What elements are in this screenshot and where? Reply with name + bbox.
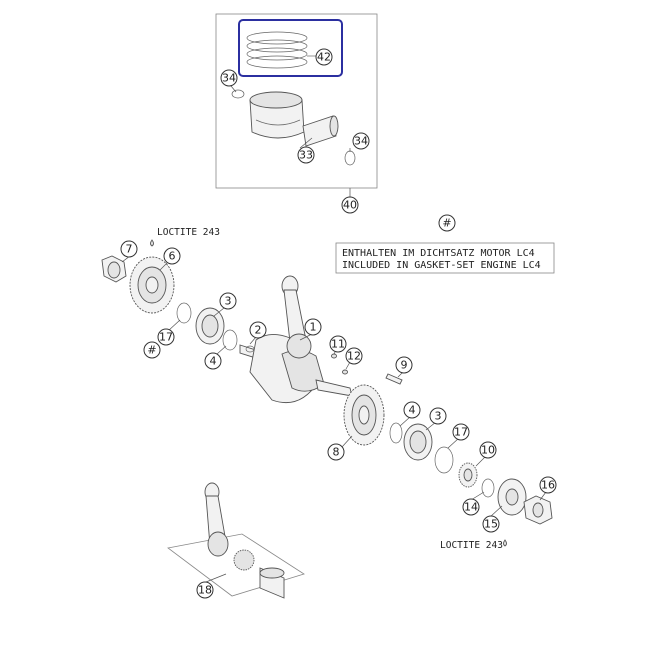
callout-17-left: 17 [159,331,173,344]
callouts: 42 34 34 33 40 # 7 6 3 2 1 17 # 4 11 12 … [120,48,557,599]
callout-18: 18 [198,584,212,597]
callout-hash-left: # [147,344,156,357]
ring-17-left [176,302,192,324]
circlip-left [231,89,245,99]
callout-40: 40 [343,199,357,212]
bearing-left [195,307,225,345]
piston-rings [246,31,308,69]
nut-left [101,255,127,283]
bearing-right [403,423,433,461]
legend-line-1: ENTHALTEN IM DICHTSATZ MOTOR LC4 [342,248,535,259]
legend-box [335,242,555,274]
loctite-drop-top [150,239,154,247]
part-12 [342,369,348,375]
callout-16: 16 [541,479,555,492]
callout-17-right: 17 [454,426,468,439]
ring-14 [481,478,495,498]
callout-6: 6 [169,250,176,263]
callout-7: 7 [126,243,133,256]
callout-33: 33 [299,149,313,162]
conrod-assembly [167,482,305,599]
callout-12: 12 [347,350,361,363]
callout-11: 11 [331,338,345,351]
shim-right [389,422,403,444]
callout-1: 1 [310,321,317,334]
nut-right [523,495,553,525]
small-gear-10 [458,462,478,488]
callout-15: 15 [484,518,498,531]
circlip-right [344,150,356,166]
gear-left [129,256,175,314]
callout-4-right: 4 [409,404,416,417]
callout-14: 14 [464,501,478,514]
callout-3-right: 3 [435,410,442,423]
callout-42: 42 [317,51,331,64]
callout-legend-hash: # [442,217,451,230]
connecting-rod [281,275,312,359]
part-11 [331,353,337,359]
piston [249,91,305,139]
gear-right [343,384,385,446]
loctite-drop-bottom [503,539,507,547]
woodruff-key [245,345,255,353]
callout-34-left: 34 [222,72,236,85]
loctite-note-top: LOCTITE 243 [157,227,220,238]
callout-2: 2 [255,324,262,337]
piston-rings-highlight-box [238,19,343,77]
callout-3-left: 3 [225,295,232,308]
part-9 [385,373,403,385]
leader-lines [121,85,547,583]
callout-4-left: 4 [210,355,217,368]
callout-9: 9 [401,359,408,372]
washer-15 [497,478,527,516]
callout-10: 10 [481,444,495,457]
callout-34-right: 34 [354,135,368,148]
callout-8: 8 [333,446,340,459]
legend-line-2: INCLUDED IN GASKET-SET ENGINE LC4 [342,260,541,271]
ring-17-right [434,446,454,474]
loctite-note-bottom: LOCTITE 243 [440,540,503,551]
shim-left [222,329,238,351]
crankshaft [239,334,353,404]
piston-group-frame [215,13,378,189]
